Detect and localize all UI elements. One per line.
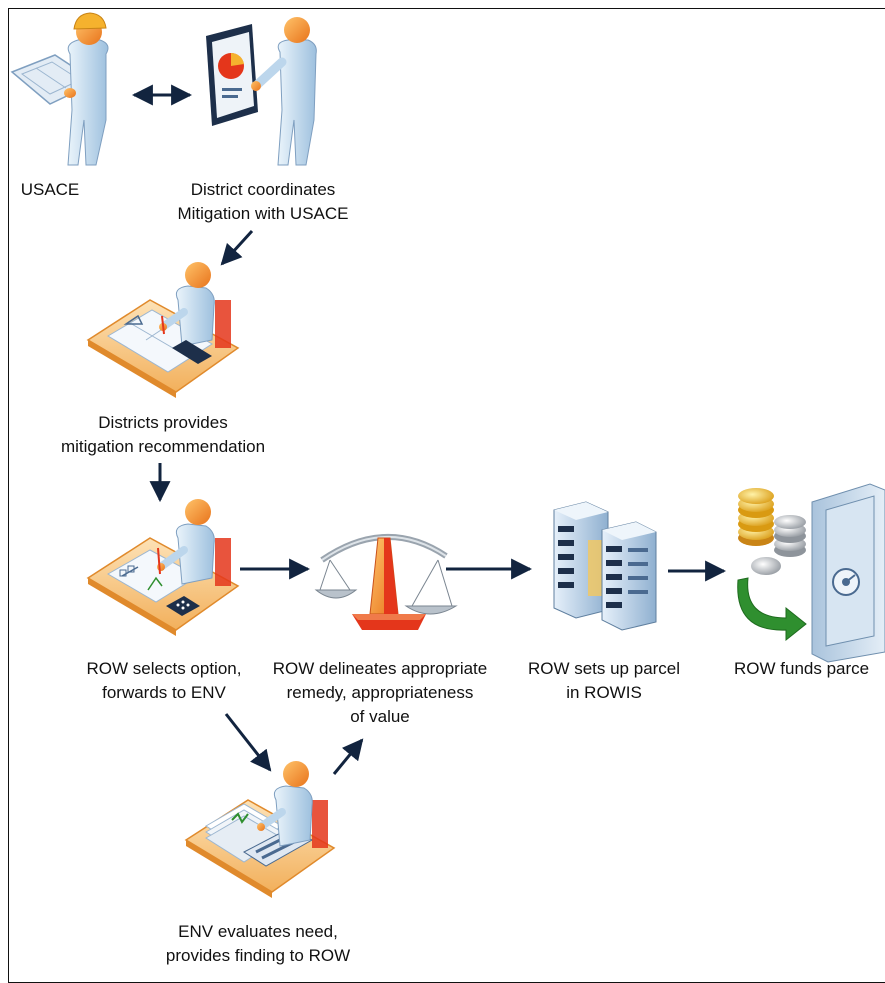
env-evaluates-line-1: ENV evaluates need, [178, 922, 338, 941]
node-label-district-recommendation: Districts provides mitigation recommenda… [38, 411, 288, 459]
scale-of-justice-icon [314, 534, 458, 630]
engineer-with-plans-icon [10, 12, 109, 166]
row-delineates-line-2: remedy, appropriateness [286, 683, 474, 702]
arrow-env-to-delineates [332, 738, 364, 775]
usace-line-1: USACE [20, 180, 80, 199]
person-at-drafting-desk-icon [86, 262, 240, 398]
row-funds-line-1: ROW funds parce [734, 659, 870, 678]
person-at-desk-with-documents-icon [184, 761, 336, 898]
node-label-env-evaluates: ENV evaluates need, provides finding to … [152, 920, 364, 968]
coins-into-safe-icon [737, 483, 885, 663]
gold-coin-stack [738, 488, 774, 546]
district-coordinates-line-2: Mitigation with USACE [177, 204, 349, 223]
row-sets-up-line-1: ROW sets up parcel [527, 659, 681, 678]
row-delineates-line-3: of value [350, 707, 410, 726]
server-database-icon [553, 501, 657, 631]
district-recommendation-line-2: mitigation recommendation [60, 437, 266, 456]
node-label-row-sets-up: ROW sets up parcel in ROWIS [514, 657, 694, 705]
node-label-usace: USACE [20, 178, 80, 202]
district-recommendation-line-1: Districts provides [98, 413, 228, 432]
row-sets-up-line-2: in ROWIS [566, 683, 642, 702]
row-selects-line-1: ROW selects option, [86, 659, 242, 678]
row-selects-line-2: forwards to ENV [102, 683, 226, 702]
env-evaluates-line-2: provides finding to ROW [165, 946, 351, 965]
person-at-desk-with-calculator-icon [86, 499, 240, 636]
row-delineates-line-1: ROW delineates appropriate [272, 659, 488, 678]
node-label-row-funds: ROW funds parce [734, 657, 885, 681]
silver-coin-stack [774, 515, 806, 557]
node-label-row-selects: ROW selects option, forwards to ENV [66, 657, 262, 705]
node-label-district-coordinates: District coordinates Mitigation with USA… [152, 178, 374, 226]
district-coordinates-line-1: District coordinates [190, 180, 336, 199]
arrow-row-selects-to-env [224, 713, 272, 772]
node-label-row-delineates: ROW delineates appropriate remedy, appro… [256, 657, 504, 729]
presenter-with-chart-icon [206, 17, 317, 166]
arrow-coordinates-to-recommendation [220, 229, 254, 266]
